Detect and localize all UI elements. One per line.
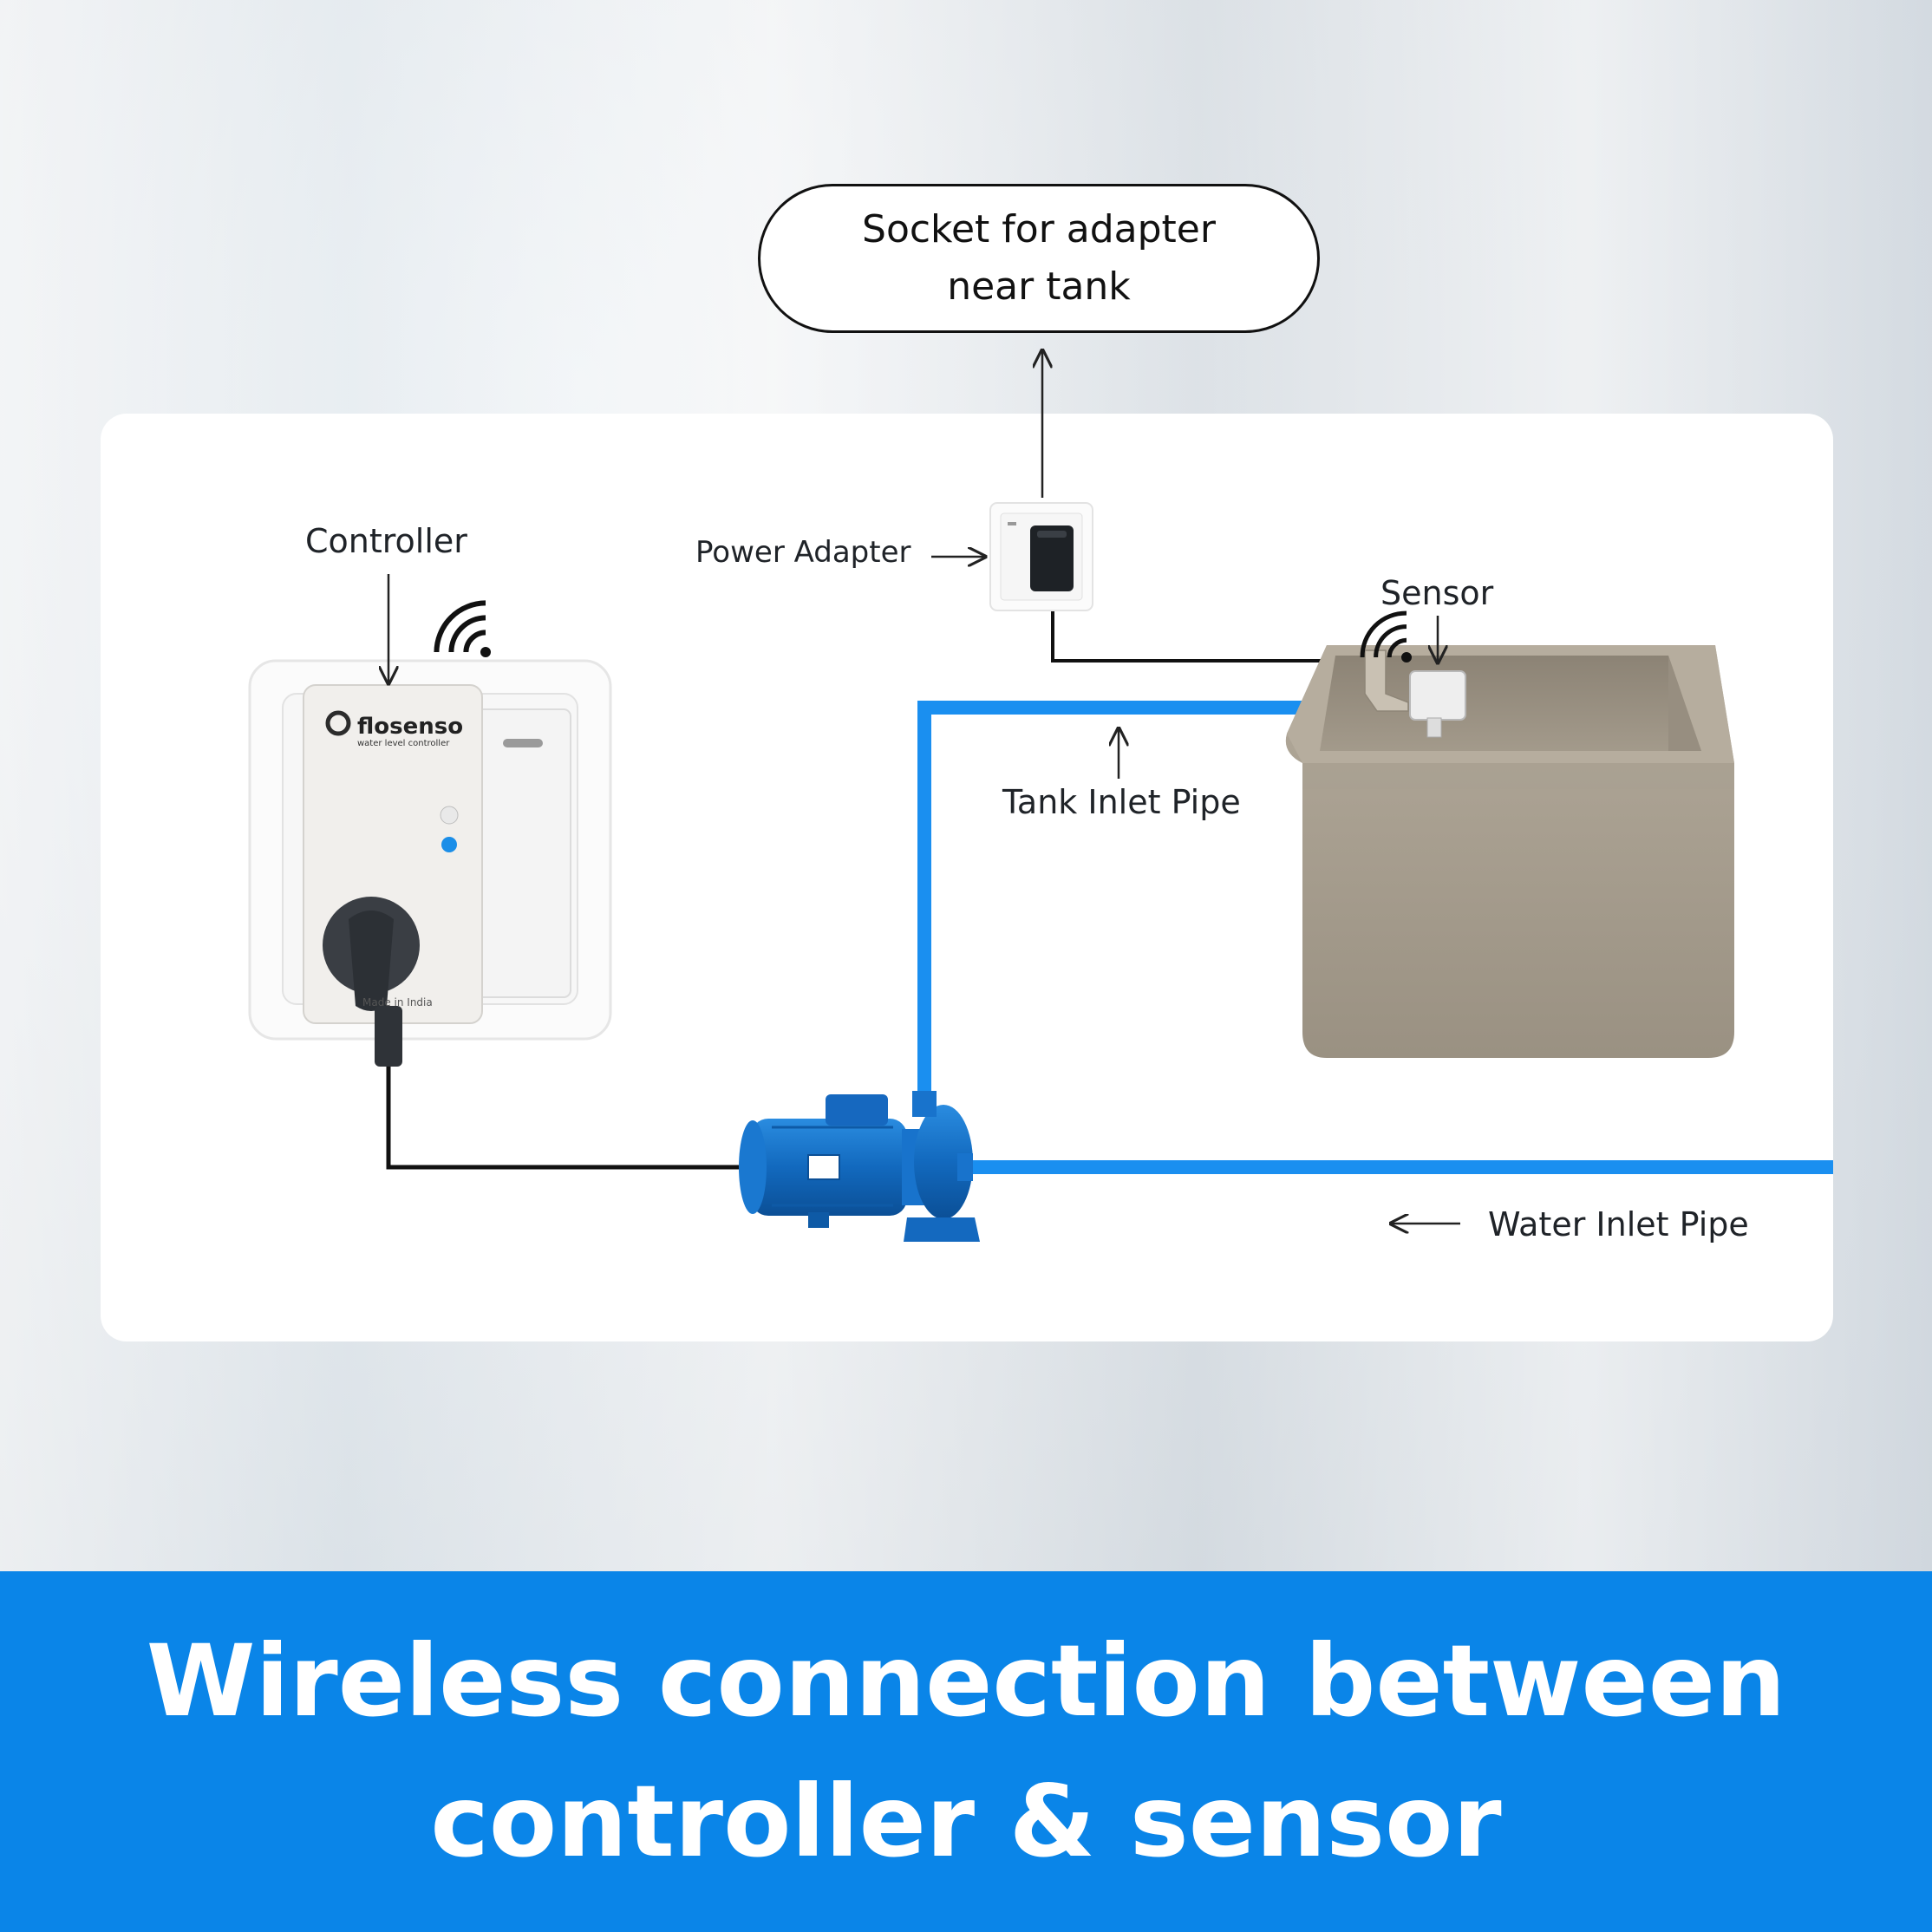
power-adapter: [989, 502, 1093, 611]
water-tank: [1285, 645, 1734, 1058]
water-inlet-pipe-label: Water Inlet Pipe: [1488, 1205, 1749, 1243]
power-adapter-label: Power Adapter: [695, 535, 911, 570]
controller-label: Controller: [305, 522, 467, 560]
banner-line-2: controller & sensor: [430, 1764, 1502, 1879]
caption-banner: Wireless connection between controller &…: [0, 1571, 1932, 1932]
power-wire: [1051, 598, 1372, 662]
installation-diagram: flosenso water level controller Made in …: [248, 0, 1833, 1242]
pump-wire: [386, 1060, 754, 1170]
device-footer: Made in India: [362, 996, 433, 1008]
callout-line-2: near tank: [947, 264, 1131, 309]
sensor-wifi-icon: [1360, 610, 1412, 662]
device-subtitle: water level controller: [357, 739, 450, 748]
water-pump: [739, 1091, 980, 1242]
sensor-label: Sensor: [1380, 574, 1494, 612]
sensor-device: [1364, 649, 1466, 738]
banner-line-1: Wireless connection between: [146, 1623, 1786, 1739]
callout-line-1: Socket for adapter: [862, 207, 1216, 251]
brand-logo-icon: [325, 710, 351, 736]
device-brand: flosenso: [357, 714, 463, 740]
controller-device: [248, 659, 612, 1067]
socket-callout: Socket for adapter near tank: [758, 184, 1320, 333]
wifi-icon: [434, 600, 491, 657]
tank-inlet-pipe: [917, 701, 1302, 1094]
tank-inlet-pipe-label: Tank Inlet Pipe: [1002, 783, 1241, 821]
